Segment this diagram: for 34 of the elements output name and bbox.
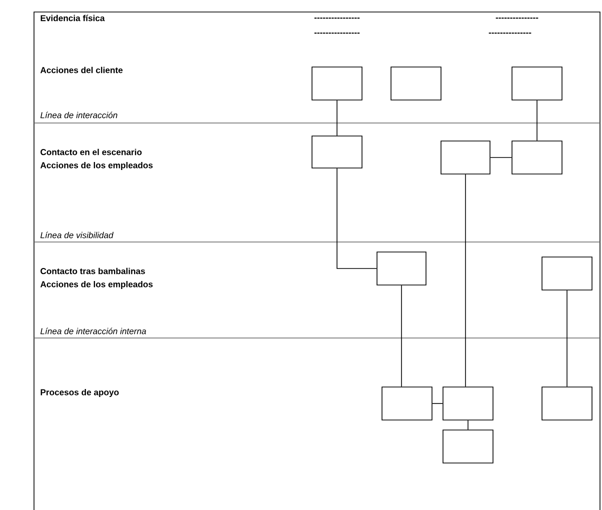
process-box [382, 386, 432, 420]
placeholder-dashes: --------------- [488, 32, 532, 34]
line-label: Línea de visibilidad [40, 232, 114, 238]
process-box [442, 386, 494, 420]
line-label: Línea de interacción interna [40, 328, 146, 334]
line-label: Línea de interacción [40, 112, 118, 118]
process-box [442, 430, 494, 464]
connector-line [536, 100, 538, 141]
lane-title: Acciones del cliente [40, 66, 123, 74]
connector-line [336, 100, 338, 136]
process-box [376, 252, 426, 286]
process-box [512, 140, 562, 174]
lane-title: Procesos de apoyo [40, 389, 119, 397]
lane-title: Contacto en el escenario [40, 148, 142, 156]
connector-line [336, 168, 377, 269]
connector-line [401, 285, 402, 387]
process-box [542, 386, 592, 420]
process-box [440, 140, 490, 174]
lane-title: Acciones de los empleados [40, 162, 153, 170]
process-box [390, 66, 442, 100]
lane-title: Evidencia física [40, 14, 105, 22]
connector-line [432, 403, 443, 404]
process-box [312, 66, 362, 100]
process-box [512, 66, 562, 100]
process-box [542, 256, 592, 290]
placeholder-dashes: ---------------- [314, 32, 360, 34]
connector-line [465, 174, 466, 387]
lane-title: Acciones de los empleados [40, 281, 153, 289]
lane-title: Contacto tras bambalinas [40, 268, 145, 274]
connector-line [490, 157, 512, 158]
placeholder-dashes: --------------- [496, 18, 538, 19]
process-box [312, 136, 362, 168]
placeholder-dashes: ---------------- [314, 18, 360, 19]
connector-line [566, 290, 568, 387]
